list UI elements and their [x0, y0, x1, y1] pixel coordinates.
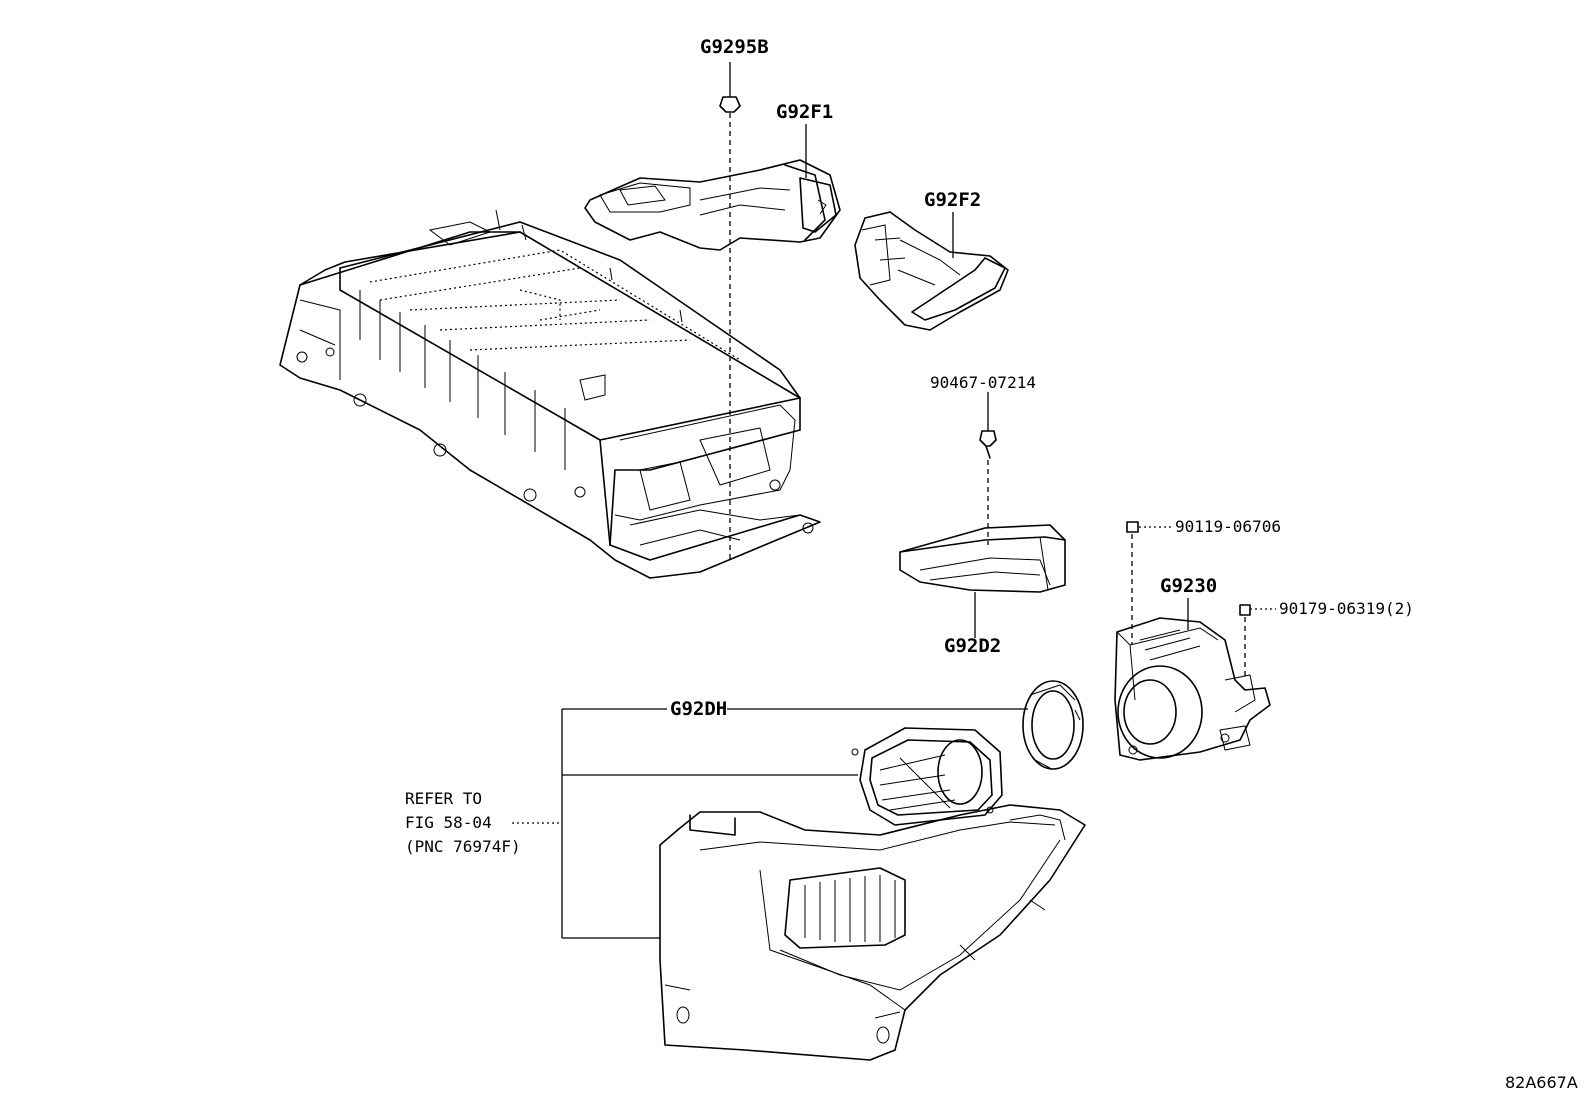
label-refer-line2: FIG 58-04	[405, 813, 492, 832]
inlet-grille	[851, 727, 1003, 826]
leader-lines	[512, 62, 1276, 939]
clip-g9295b	[719, 96, 741, 113]
label-g92f1: G92F1	[776, 101, 833, 123]
label-refer-line1: REFER TO	[405, 789, 482, 808]
label-90179-06319: 90179-06319(2)	[1279, 599, 1414, 618]
labels: G9295B G92F1 G92F2 90467-07214 90119-067…	[405, 36, 1578, 1092]
figure-code: 82A667A	[1505, 1073, 1578, 1092]
label-g9295b: G9295B	[700, 36, 769, 58]
duct-g92f1	[584, 159, 841, 251]
duct-g92f2	[854, 211, 1009, 331]
battery-pack	[279, 209, 821, 579]
blower-g9230	[1114, 617, 1271, 761]
label-90467-07214: 90467-07214	[930, 373, 1036, 392]
duct-g92d2	[899, 524, 1066, 593]
nut-90179	[1239, 604, 1251, 616]
label-g9230: G9230	[1160, 575, 1217, 597]
bolt-90119	[1126, 521, 1139, 533]
label-g92d2: G92D2	[944, 635, 1001, 657]
bolt-90467	[979, 430, 997, 459]
seal-ring	[1022, 680, 1084, 770]
side-trim-panel	[659, 804, 1086, 1061]
label-90119-06706: 90119-06706	[1175, 517, 1281, 536]
label-g92f2: G92F2	[924, 189, 981, 211]
label-g92dh: G92DH	[670, 698, 727, 720]
label-refer-line3: (PNC 76974F)	[405, 837, 521, 856]
